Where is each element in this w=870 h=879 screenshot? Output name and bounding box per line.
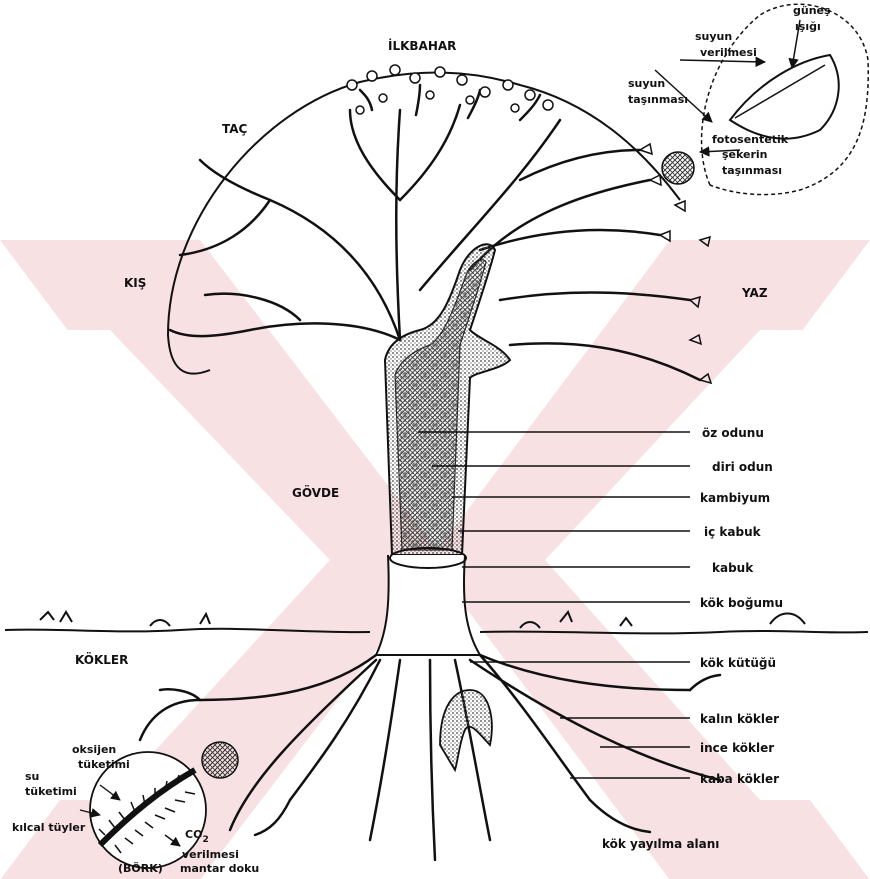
label-oxygen-use-2: tüketimi — [78, 758, 130, 771]
label-sapwood: diri odun — [712, 460, 773, 474]
label-water-release: suyun — [695, 30, 732, 43]
label-water-transport-2: taşınması — [628, 93, 688, 106]
label-root-hairs: kılcal tüyler — [12, 821, 86, 834]
label-sunlight: güneş — [793, 4, 831, 17]
label-water-use-2: tüketimi — [25, 785, 77, 798]
label-heartwood: öz odunu — [702, 426, 764, 440]
label-sunlight-2: ışığı — [795, 20, 821, 33]
label-root-spread: kök yayılma alanı — [602, 837, 719, 851]
label-oxygen-use: oksijen — [72, 743, 116, 756]
label-winter: KIŞ — [124, 276, 146, 290]
label-roots: KÖKLER — [75, 652, 128, 667]
label-spring: İLKBAHAR — [388, 38, 456, 53]
label-sugar-transport-2: şekerin — [722, 148, 768, 161]
label-fungal-tissue: mantar doku — [180, 862, 259, 875]
label-thin-roots: ince kökler — [700, 741, 774, 755]
label-water-release-2: verilmesi — [700, 46, 757, 59]
label-root-collar: kök boğumu — [700, 596, 783, 610]
label-sugar-transport-3: taşınması — [722, 164, 782, 177]
root-detail — [440, 690, 492, 770]
root-zoom-spot — [202, 742, 238, 778]
label-water-use: su — [25, 770, 39, 783]
label-summer: YAZ — [741, 286, 768, 300]
label-trunk: GÖVDE — [292, 485, 339, 500]
label-co2-release: verilmesi — [182, 848, 239, 861]
label-thick-roots: kalın kökler — [700, 712, 779, 726]
label-water-transport: suyun — [628, 77, 665, 90]
label-coarse-roots: kaba kökler — [700, 772, 779, 786]
label-cambium: kambiyum — [700, 491, 770, 505]
label-root-cap: (BÖRK) — [118, 861, 163, 875]
label-crown: TAÇ — [222, 122, 248, 136]
label-inner-bark: iç kabuk — [704, 525, 762, 539]
label-sugar-transport: fotosentetik — [712, 133, 789, 146]
label-bark: kabuk — [712, 561, 754, 575]
label-root-stump: kök kütüğü — [700, 656, 776, 670]
